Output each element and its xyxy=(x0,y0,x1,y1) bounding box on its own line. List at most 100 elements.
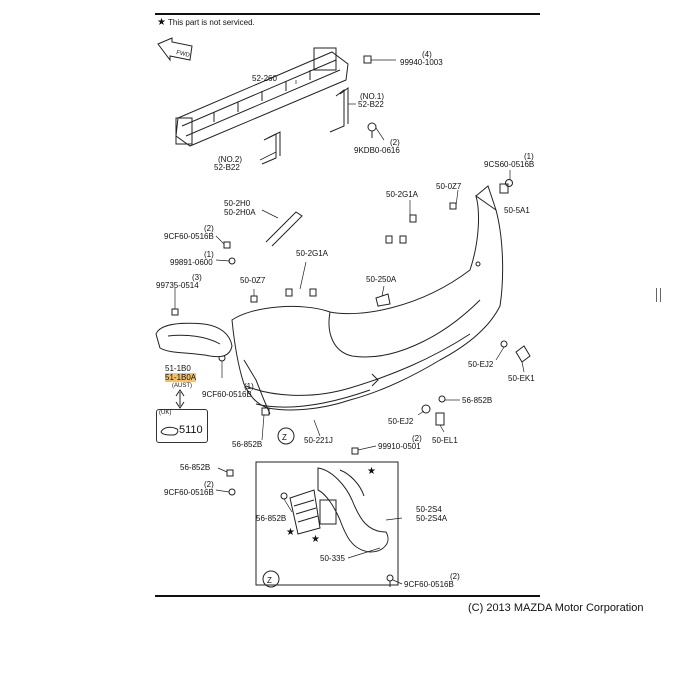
reflector-mini-icon xyxy=(160,426,179,436)
label-99891-qty: (1) xyxy=(204,250,214,259)
label-52-b22-no1-note: (NO.1) xyxy=(360,92,384,101)
label-50-2s4: 50-2S4 xyxy=(416,505,442,514)
screw-56-852b-inner xyxy=(280,492,288,500)
top-frame-line xyxy=(155,13,540,15)
reinforcement-beam xyxy=(175,47,349,147)
mudflap-50-2s4 xyxy=(317,467,389,553)
nut-99910 xyxy=(351,447,359,455)
label-9cs60: 9CS60-0516B xyxy=(484,160,535,169)
screw-56-852b-right xyxy=(438,395,446,403)
bracket-no2 xyxy=(261,131,281,165)
label-9cf60-a: 9CF60-0516B xyxy=(164,232,214,241)
label-52-b22-no1: 52-B22 xyxy=(358,100,384,109)
label-50-ek1: 50-EK1 xyxy=(508,374,535,383)
uk-callout-box: (UK) 5110 xyxy=(156,409,208,443)
label-50-335: 50-335 xyxy=(320,554,345,563)
zone-marker-upper-label: Z xyxy=(282,433,287,442)
label-9cf60-d-qty: (2) xyxy=(450,572,460,581)
cap-50-5a1 xyxy=(499,183,509,194)
uk-callout-code: 5110 xyxy=(179,424,203,436)
grille-50-335 xyxy=(289,489,321,535)
bracket-50-250a xyxy=(375,293,391,307)
zone-marker-lower xyxy=(262,570,280,588)
screw-56-852b-box xyxy=(226,469,234,477)
zone-marker-upper xyxy=(277,427,295,445)
clip-50-ej2-low xyxy=(421,404,431,414)
copyright-text: (C) 2013 MAZDA Motor Corporation xyxy=(468,602,644,614)
label-50-5a1: 50-5A1 xyxy=(504,206,530,215)
fwd-arrow-icon: FWD xyxy=(157,37,193,62)
star-icon-3: ★ xyxy=(311,534,320,545)
label-50-0z7-top: 50-0Z7 xyxy=(436,182,462,191)
label-99940-1003-qty: (4) xyxy=(422,50,432,59)
page-scroll-handle[interactable] xyxy=(656,288,661,302)
bracket-no1 xyxy=(329,87,349,133)
nut-99940 xyxy=(363,55,372,64)
label-50-2h0a: 50-2H0A xyxy=(224,208,256,217)
label-50-2g1a-top: 50-2G1A xyxy=(386,190,419,199)
label-99910-qty: (2) xyxy=(412,434,422,443)
label-50-2h0: 50-2H0 xyxy=(224,199,251,208)
star-icon-2: ★ xyxy=(286,527,295,538)
label-50-0z7-mid: 50-0Z7 xyxy=(240,276,266,285)
label-50-el1: 50-EL1 xyxy=(432,436,458,445)
label-aust: (AUST) xyxy=(172,383,192,389)
not-serviced-note-text: This part is not serviced. xyxy=(168,18,255,27)
star-icon-1: ★ xyxy=(367,466,376,477)
cap-50-ek1 xyxy=(515,345,531,363)
double-arrow-icon xyxy=(175,389,185,409)
detail-box xyxy=(255,461,399,586)
clip-50-ej2-right xyxy=(500,340,508,348)
label-56-852b-right: 56-852B xyxy=(462,396,493,405)
clip-50-2g1a-mid xyxy=(285,288,317,297)
label-52-b22-no2: 52-B22 xyxy=(214,163,240,172)
zone-marker-lower-label: Z xyxy=(267,576,272,585)
nut-9cf60-a xyxy=(223,241,231,249)
rear-bumper-fascia xyxy=(231,185,504,411)
bolt-9kdb0 xyxy=(367,122,377,138)
label-50-221j: 50-221J xyxy=(304,436,333,445)
label-51-1b0: 51-1B0 xyxy=(165,364,191,373)
clip-50-2g1a-top xyxy=(385,214,417,244)
label-50-ej2-low: 50-EJ2 xyxy=(388,417,414,426)
label-50-ej2-right: 50-EJ2 xyxy=(468,360,494,369)
label-9cf60-d: 9CF60-0516B xyxy=(404,580,454,589)
bolt-9cf60-c xyxy=(228,488,236,496)
label-99735: 99735-0514 xyxy=(156,281,199,290)
label-9cf60-b-qty: (1) xyxy=(244,382,254,391)
label-52-260: 52-260 xyxy=(252,74,277,83)
clip-99735 xyxy=(171,308,179,316)
label-50-2g1a-mid: 50-2G1A xyxy=(296,249,329,258)
uk-callout-market: (UK) xyxy=(159,410,172,416)
label-99735-qty: (3) xyxy=(192,273,202,282)
bracket-50-2h0 xyxy=(265,211,303,247)
label-56-852b-box: 56-852B xyxy=(180,463,211,472)
label-56-852b-inner: 56-852B xyxy=(256,514,287,523)
bolt-9cs60 xyxy=(505,179,513,187)
leader-lines xyxy=(174,59,525,585)
label-52-b22-no2-note: (NO.2) xyxy=(218,155,242,164)
reflector-bracket xyxy=(243,359,271,415)
label-9cf60-c-qty: (2) xyxy=(204,480,214,489)
clip-50-0z7-mid xyxy=(250,295,258,303)
cap-50-el1 xyxy=(435,412,445,426)
svg-text:FWD: FWD xyxy=(176,50,191,59)
label-99940-1003: 99940-1003 xyxy=(400,58,443,67)
label-99910: 99910-0501 xyxy=(378,442,421,451)
label-9cf60-a-qty: (2) xyxy=(204,224,214,233)
label-9kdb0: 9KDB0-0616 xyxy=(354,146,400,155)
bolt-9cf60-d xyxy=(386,574,394,587)
bottom-frame-line xyxy=(155,595,540,597)
label-50-2s4a: 50-2S4A xyxy=(416,514,448,523)
reflector-51-1b0 xyxy=(155,322,233,358)
label-51-1b0a: 51-1B0A xyxy=(165,373,197,382)
label-9kdb0-qty: (2) xyxy=(390,138,400,147)
star-icon: ★ xyxy=(157,17,166,28)
label-9cf60-b: 9CF60-0516B xyxy=(202,390,252,399)
label-9cf60-c: 9CF60-0516B xyxy=(164,488,214,497)
label-9cs60-qty: (1) xyxy=(524,152,534,161)
label-99891: 99891-0600 xyxy=(170,258,213,267)
not-serviced-note: ★ This part is not serviced. xyxy=(157,17,255,28)
clip-50-0z7-top xyxy=(449,202,457,210)
